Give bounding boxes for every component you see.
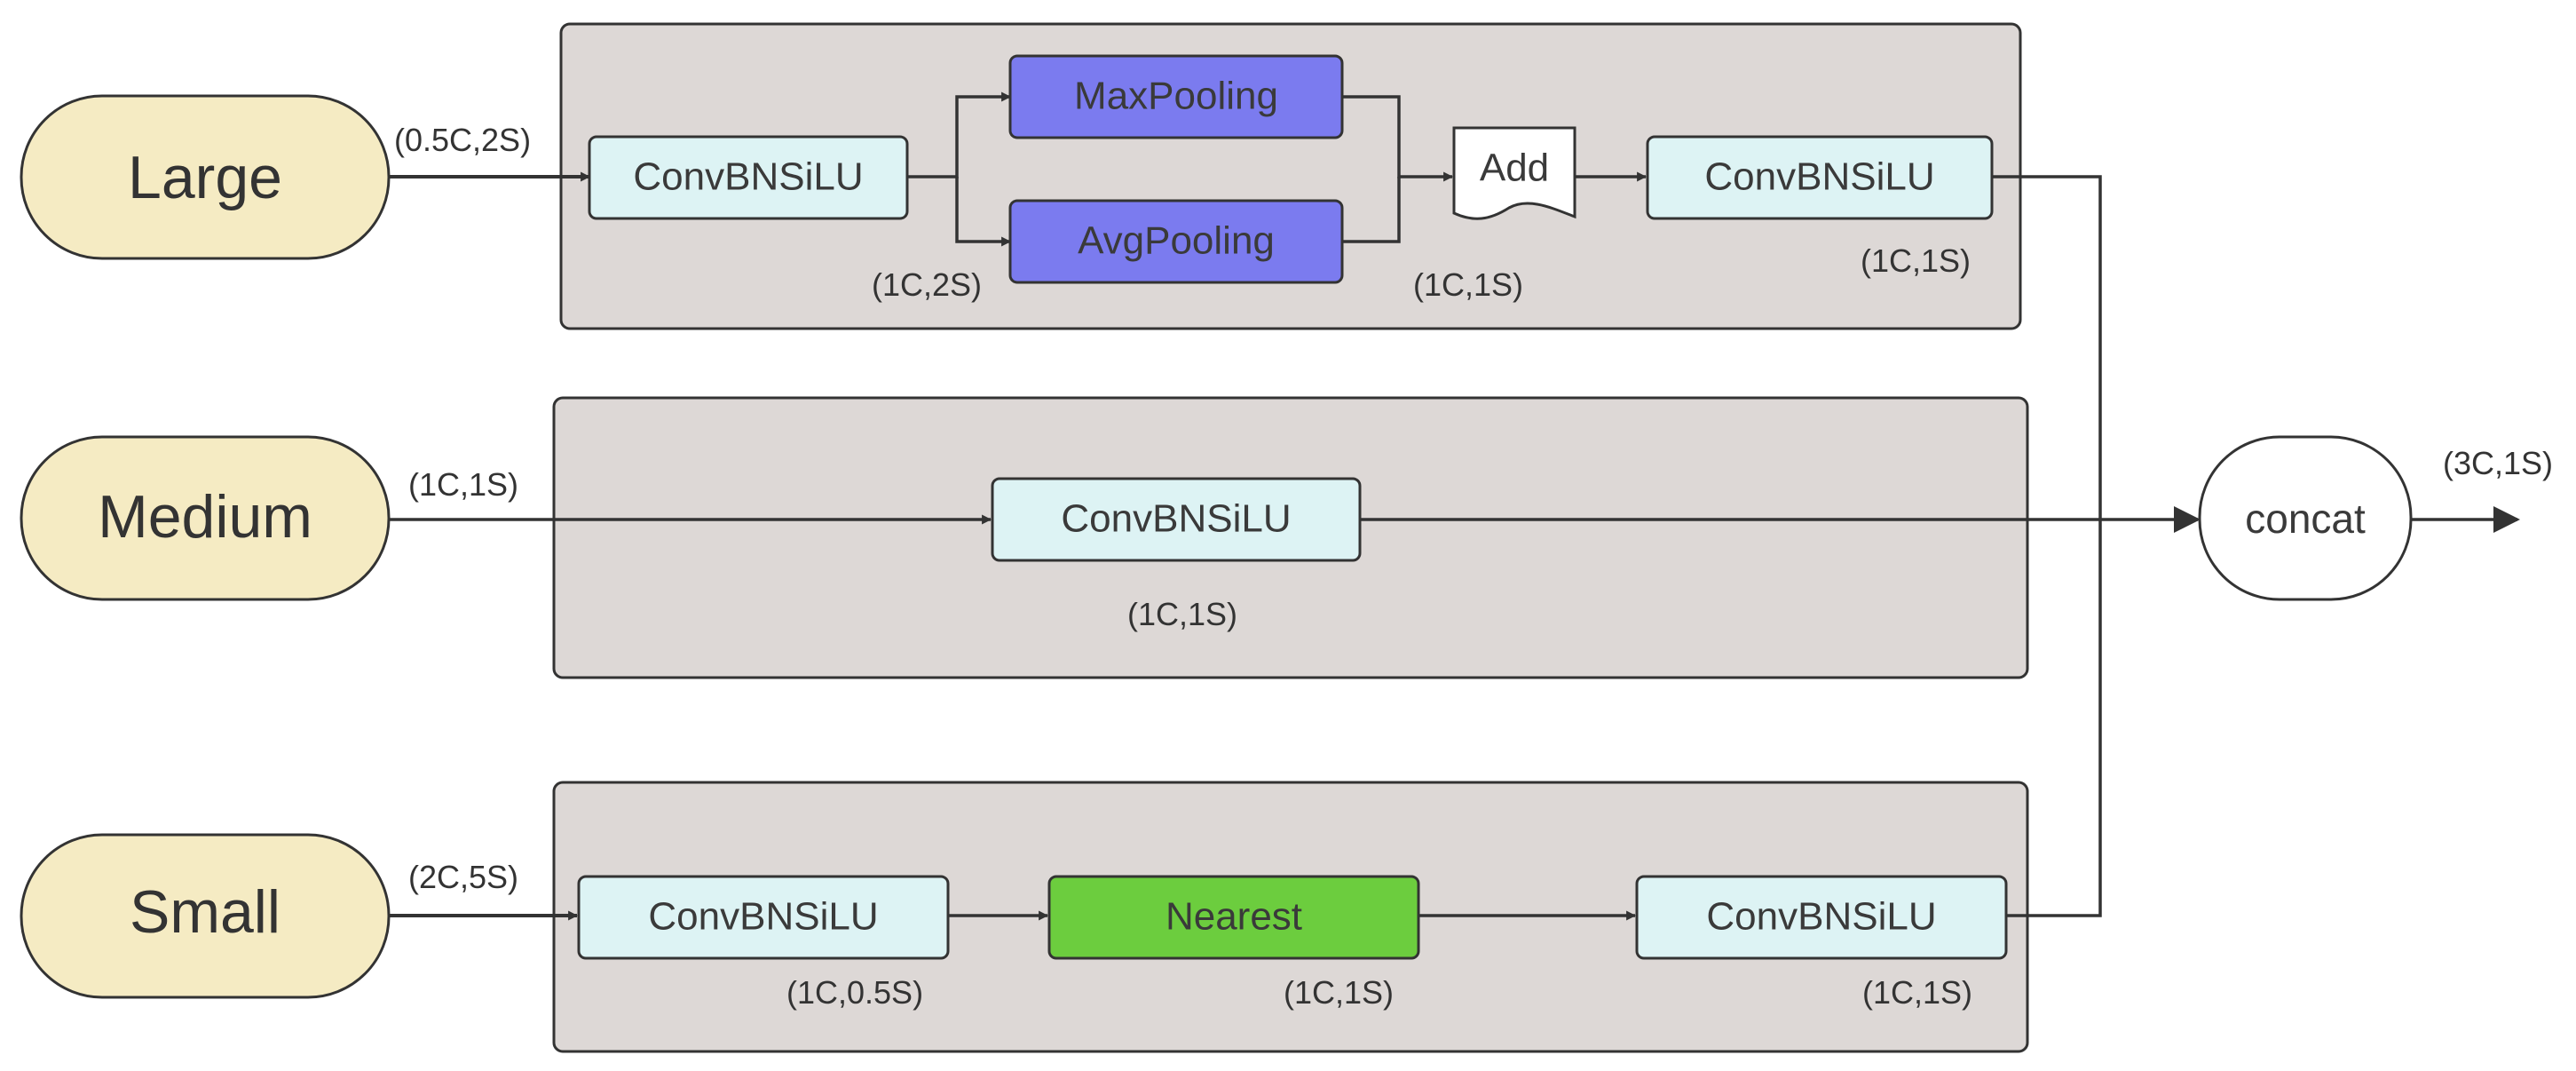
large-conv1-shape: (1C,2S) bbox=[872, 266, 982, 303]
split-connector-bottom bbox=[955, 177, 1012, 247]
medium-input-label: Medium bbox=[98, 483, 312, 551]
concat-label: concat bbox=[2245, 496, 2366, 542]
split-connector-top bbox=[907, 91, 1012, 178]
small-input-shape: (2C,5S) bbox=[408, 859, 518, 895]
small-conv2-label: ConvBNSiLU bbox=[1706, 895, 1936, 939]
avgpooling-label: AvgPooling bbox=[1078, 219, 1275, 263]
small-to-concat-line bbox=[2006, 520, 2102, 917]
large-conv2-shape: (1C,1S) bbox=[1861, 242, 1971, 279]
small-conv1-node bbox=[577, 875, 950, 960]
medium-conv-node bbox=[991, 477, 1362, 562]
small-conv2-shape: (1C,1S) bbox=[1862, 974, 1972, 1011]
nearest-shape: (1C,1S) bbox=[1284, 974, 1394, 1011]
avgpooling-node bbox=[1008, 199, 1344, 284]
large-conv1-label: ConvBNSiLU bbox=[633, 155, 863, 199]
nearest-label: Nearest bbox=[1166, 895, 1302, 939]
large-to-concat-line bbox=[1992, 175, 2102, 520]
avgpool-to-add bbox=[1342, 177, 1401, 243]
small-conv1-label: ConvBNSiLU bbox=[648, 895, 878, 939]
concat-output-shape: (3C,1S) bbox=[2443, 445, 2553, 481]
large-input-label: Large bbox=[128, 144, 282, 211]
concat-node bbox=[2198, 435, 2413, 601]
maxpool-to-add bbox=[1342, 95, 1454, 182]
maxpooling-node bbox=[1008, 54, 1344, 139]
add-label: Add bbox=[1480, 147, 1549, 190]
small-conv2-node bbox=[1635, 875, 2008, 960]
medium-conv-label: ConvBNSiLU bbox=[1061, 497, 1291, 541]
add-output-shape: (1C,1S) bbox=[1413, 266, 1523, 303]
nearest-node bbox=[1047, 875, 1420, 960]
medium-conv-shape: (1C,1S) bbox=[1127, 596, 1237, 632]
large-conv1-node bbox=[588, 135, 909, 220]
large-conv2-label: ConvBNSiLU bbox=[1704, 155, 1934, 199]
add-node bbox=[1452, 126, 1576, 220]
large-input-shape: (0.5C,2S) bbox=[394, 122, 531, 158]
maxpooling-label: MaxPooling bbox=[1074, 75, 1278, 118]
small-conv1-shape: (1C,0.5S) bbox=[786, 974, 923, 1011]
small-input-label: Small bbox=[130, 878, 281, 946]
medium-input-shape: (1C,1S) bbox=[408, 466, 518, 503]
large-conv2-node bbox=[1646, 135, 1994, 220]
